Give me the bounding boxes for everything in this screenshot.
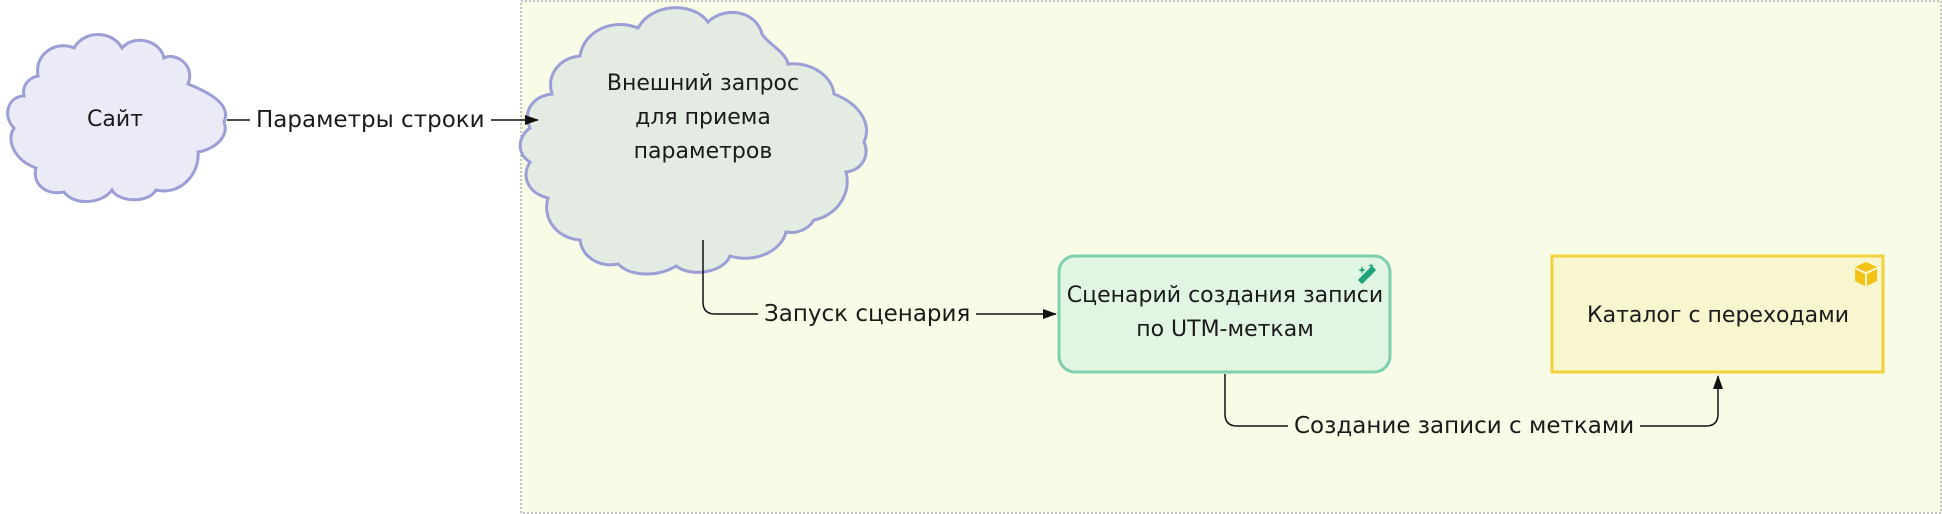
site-cloud-shape[interactable] (6, 33, 228, 203)
edge-label-site-to-request: Параметры строки (250, 106, 491, 134)
site-label: Сайт (87, 107, 143, 132)
external-request-label: Внешний запрос для приема параметров (606, 71, 800, 164)
edge-label-request-to-scenario: Запуск сценария (758, 300, 977, 328)
catalog-box-shape[interactable] (1550, 254, 1885, 374)
catalog-label: Каталог с переходами (1586, 303, 1850, 328)
edge-label-scenario-to-catalog: Создание записи с метками (1288, 412, 1641, 440)
box-icon (1855, 262, 1877, 286)
edge-line-request-to-scenario (702, 240, 1057, 319)
scenario-box-shape[interactable] (1057, 254, 1392, 374)
scenario-label: Сценарий создания записи по UTM-меткам (1066, 283, 1384, 342)
magic-wand-icon (1358, 263, 1376, 284)
external-request-cloud-shape[interactable] (518, 6, 868, 276)
